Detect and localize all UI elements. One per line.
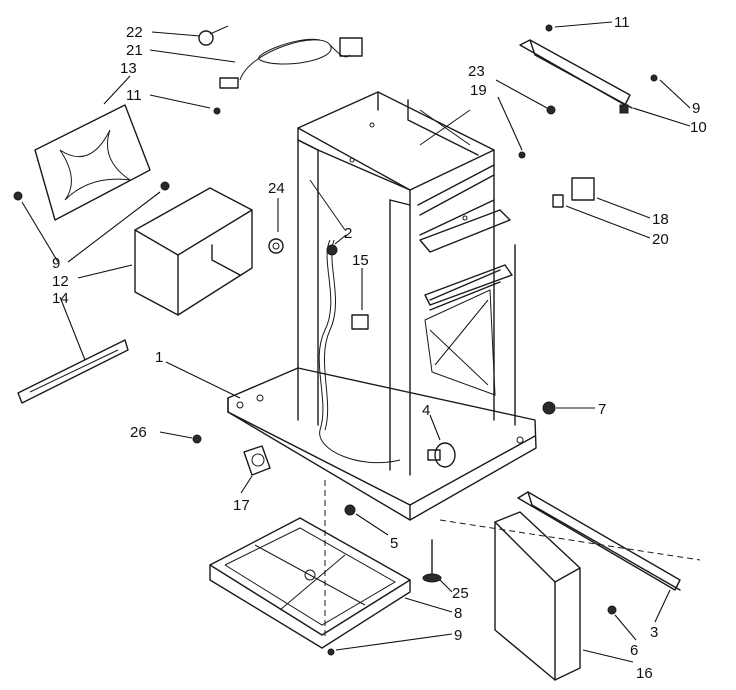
power-cord-part xyxy=(219,37,363,89)
nut-part xyxy=(542,401,556,415)
grommet-part xyxy=(268,238,284,254)
callout-8: 8 xyxy=(454,605,462,622)
callout-9: 9 xyxy=(692,100,700,117)
leveling-foot-part xyxy=(422,539,442,583)
callout-25: 25 xyxy=(452,585,469,602)
screw-part xyxy=(344,504,356,516)
callout-13: 13 xyxy=(120,60,137,77)
callout-12: 12 xyxy=(52,273,69,290)
base-pan-part xyxy=(209,517,411,649)
callout-26: 26 xyxy=(130,424,147,441)
door-switch-part xyxy=(552,177,595,208)
bracket-part xyxy=(243,445,271,476)
callout-3: 3 xyxy=(650,624,658,641)
rail-part xyxy=(519,39,633,114)
callout-1: 1 xyxy=(155,349,163,366)
hinge-rail-part xyxy=(517,491,681,591)
leader-lines xyxy=(21,21,691,663)
screw-part xyxy=(650,74,658,82)
callout-9: 9 xyxy=(454,627,462,644)
callout-15: 15 xyxy=(352,252,369,269)
thermostat-part xyxy=(326,244,338,256)
callout-14: 14 xyxy=(52,290,69,307)
panel-part xyxy=(34,104,151,221)
callout-5: 5 xyxy=(390,535,398,552)
door-panel-part xyxy=(494,511,581,681)
screw-part xyxy=(518,151,526,159)
screw-part xyxy=(213,107,221,115)
callout-23: 23 xyxy=(468,63,485,80)
fastener-part xyxy=(546,105,556,115)
callout-7: 7 xyxy=(598,401,606,418)
callout-20: 20 xyxy=(652,231,669,248)
callout-6: 6 xyxy=(630,642,638,659)
screw-part xyxy=(545,24,553,32)
callout-4: 4 xyxy=(422,402,430,419)
callout-11: 11 xyxy=(126,87,142,104)
callout-2: 2 xyxy=(344,225,352,242)
callout-19: 19 xyxy=(470,82,487,99)
callout-10: 10 xyxy=(690,119,707,136)
switch-part xyxy=(427,442,456,468)
assembly-guide-line xyxy=(439,519,701,561)
callout-11: 11 xyxy=(614,14,630,31)
callout-22: 22 xyxy=(126,24,143,41)
clamp-part xyxy=(198,25,229,46)
cabinet-frame xyxy=(227,91,537,521)
callout-9: 9 xyxy=(52,255,60,272)
connector-part xyxy=(351,314,369,330)
screw-part xyxy=(13,191,23,201)
screw-part xyxy=(327,648,335,656)
callout-24: 24 xyxy=(268,180,285,197)
screw-part xyxy=(160,181,170,191)
callout-18: 18 xyxy=(652,211,669,228)
callout-17: 17 xyxy=(233,497,250,514)
callout-labels: 22 21 13 11 11 24 2 15 9 12 14 1 26 17 4… xyxy=(52,14,707,682)
strip-part xyxy=(17,339,129,404)
screw-part xyxy=(607,605,617,615)
cover-part xyxy=(134,187,253,316)
screw-part xyxy=(192,434,202,444)
callout-21: 21 xyxy=(126,42,143,59)
callout-16: 16 xyxy=(636,665,653,682)
